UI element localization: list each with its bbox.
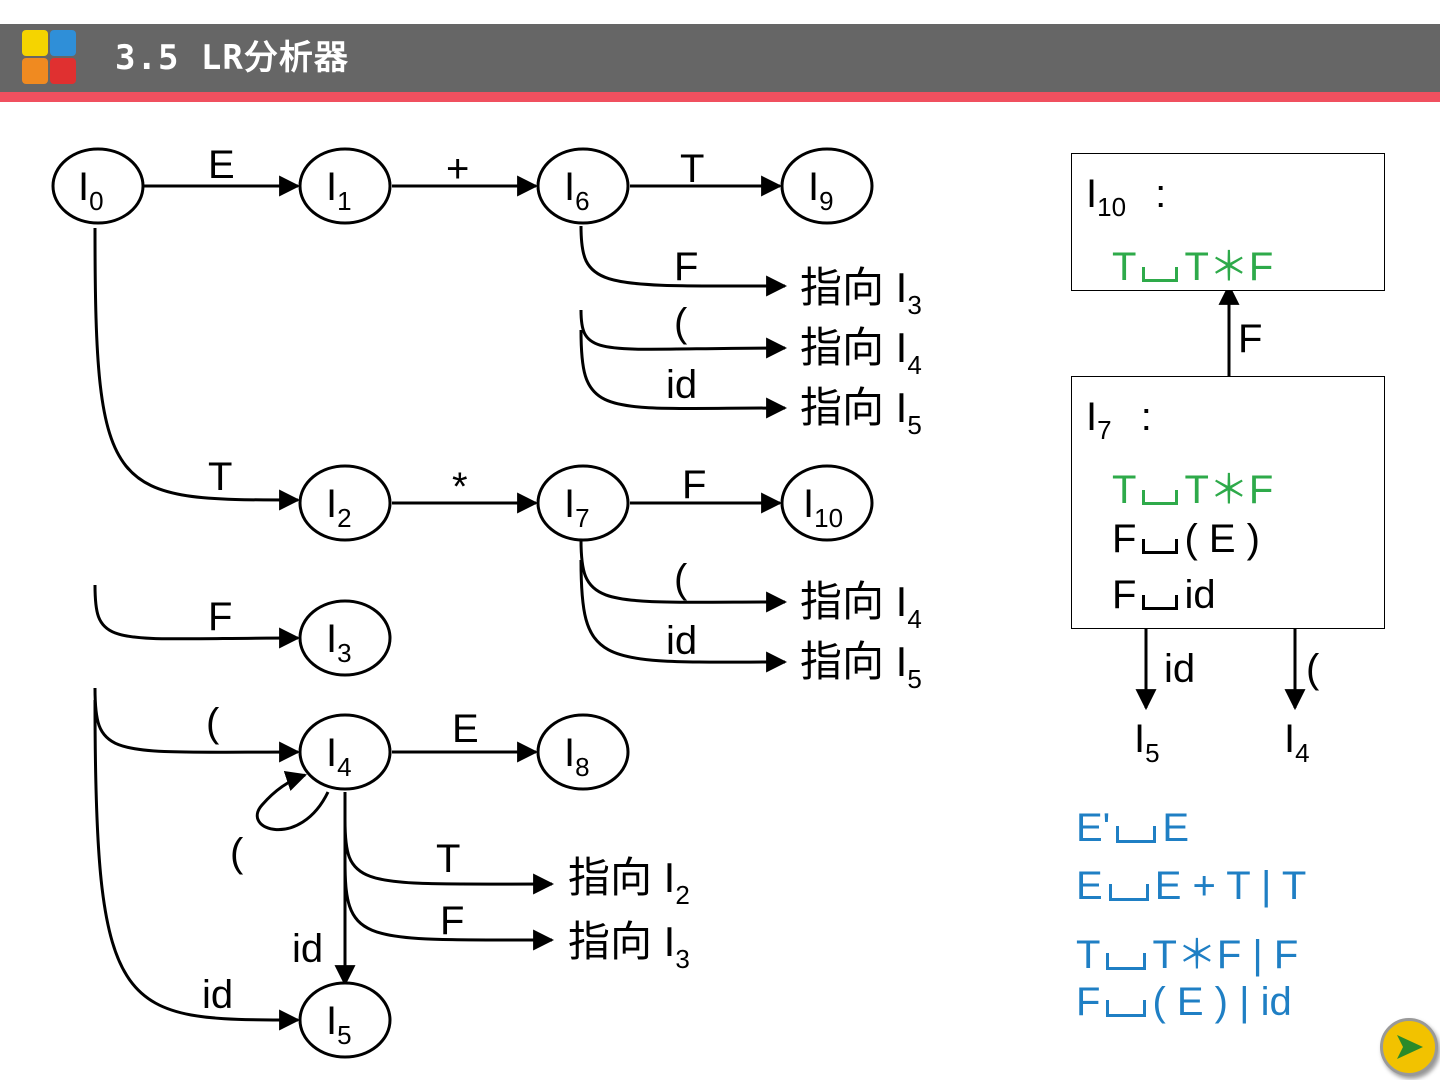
state-label: I3 — [326, 617, 352, 668]
lr-item: F( E ) — [1112, 517, 1260, 561]
edge-i4-goto-i2 — [343, 819, 555, 895]
goto-label: 指向 I3 — [800, 264, 922, 320]
state-node-i1 — [298, 147, 392, 225]
edge-i0-i4 — [93, 687, 301, 763]
produces-arrow-icon — [1106, 953, 1147, 970]
edge-label: id — [202, 973, 233, 1017]
edge-i6-goto-i4 — [579, 309, 788, 359]
edge-label: id — [292, 927, 323, 971]
item-set-title: I10 : — [1086, 172, 1167, 222]
state-label: I8 — [564, 731, 590, 782]
state-label: I10 — [803, 482, 843, 533]
edge-label: + — [446, 147, 469, 191]
grammar-rule: E'E — [1076, 806, 1190, 850]
produces-arrow-icon — [1116, 826, 1157, 843]
state-node-i10 — [780, 464, 874, 542]
edge-label: F — [682, 463, 706, 507]
state-node-i4 — [298, 713, 392, 791]
goto-label: 指向 I5 — [800, 384, 922, 440]
edge-labels: E + T T * F F ( E ( id F ( id T F id F i… — [202, 143, 1320, 1017]
edge-label: ( — [1306, 647, 1320, 691]
goto-label: 指向 I4 — [800, 324, 922, 380]
state-node-i7 — [536, 464, 630, 542]
state-label: I0 — [78, 165, 104, 216]
edge-label: T — [436, 837, 460, 881]
state-label: I5 — [326, 999, 352, 1050]
state-label: I6 — [564, 165, 590, 216]
edge-i4-goto-i3 — [343, 859, 555, 951]
state-labels: I0 I1 I6 I9 I2 I7 I10 I3 I4 I8 I5 — [78, 165, 843, 1050]
edge-label: T — [680, 147, 704, 191]
edge-label: id — [666, 619, 697, 663]
play-arrow-icon — [1397, 1035, 1423, 1059]
goto-label: 指向 I2 — [568, 854, 690, 910]
item-set-title: I7 : — [1086, 395, 1152, 445]
state-node-i5 — [298, 981, 392, 1059]
produces-arrow-icon — [1142, 539, 1179, 554]
edge-i6-goto-i3 — [579, 225, 788, 297]
edge-label: * — [452, 465, 468, 509]
edge-label: id — [1164, 647, 1195, 691]
produces-arrow-icon — [1142, 490, 1179, 505]
state-node-i9 — [780, 147, 874, 225]
goto-label: 指向 I3 — [568, 918, 690, 974]
edge-label: F — [674, 245, 698, 289]
transition-edges — [93, 175, 1306, 1031]
box-target-label: I5 — [1134, 717, 1160, 768]
state-node-i2 — [298, 464, 392, 542]
next-slide-button[interactable] — [1380, 1018, 1438, 1076]
state-label: I2 — [326, 482, 352, 533]
edge-label: ( — [206, 701, 220, 745]
edge-label: id — [666, 363, 697, 407]
edge-label: ( — [674, 301, 688, 345]
state-node-i3 — [298, 599, 392, 677]
state-label: I9 — [808, 165, 834, 216]
edge-label: T — [208, 455, 232, 499]
edge-i6-goto-i5 — [579, 329, 788, 419]
edge-i0-i2 — [93, 227, 301, 511]
state-node-i0 — [51, 147, 145, 225]
produces-arrow-icon — [1108, 884, 1149, 901]
header-bar — [0, 24, 1440, 92]
produces-arrow-icon — [1142, 595, 1179, 610]
edge-i0-i3 — [93, 584, 301, 649]
goto-label: 指向 I5 — [800, 638, 922, 694]
box-target-label: I4 — [1284, 717, 1310, 768]
state-node-i8 — [536, 713, 630, 791]
produces-arrow-icon — [1142, 267, 1179, 282]
state-nodes — [51, 147, 874, 1059]
edge-i7-goto-i5 — [579, 559, 788, 673]
page-title: 3.5 LR分析器 — [115, 38, 349, 78]
edge-label: E — [208, 143, 235, 187]
puzzle-logo-icon — [22, 30, 78, 86]
produces-arrow-icon — [1106, 1000, 1147, 1017]
state-label: I1 — [326, 165, 352, 216]
state-label: I4 — [326, 731, 352, 782]
state-label: I7 — [564, 482, 590, 533]
goto-labels: 指向 I3 指向 I4 指向 I5 指向 I4 指向 I5 指向 I2 指向 I… — [568, 264, 922, 974]
edge-i4-self-loop — [255, 771, 330, 832]
edge-label: F — [440, 899, 464, 943]
edge-i0-i5 — [93, 699, 301, 1031]
edge-label: ( — [674, 557, 688, 601]
grammar-rule: F( E ) | id — [1076, 980, 1292, 1024]
edge-label: E — [452, 707, 479, 751]
edge-label: F — [1238, 317, 1262, 361]
edge-label: ( — [230, 831, 244, 875]
goto-label: 指向 I4 — [800, 578, 922, 634]
state-node-i6 — [536, 147, 630, 225]
box-target-labels: I5 I4 — [1134, 717, 1310, 768]
edge-label: F — [208, 595, 232, 639]
header-stripe — [0, 92, 1440, 102]
